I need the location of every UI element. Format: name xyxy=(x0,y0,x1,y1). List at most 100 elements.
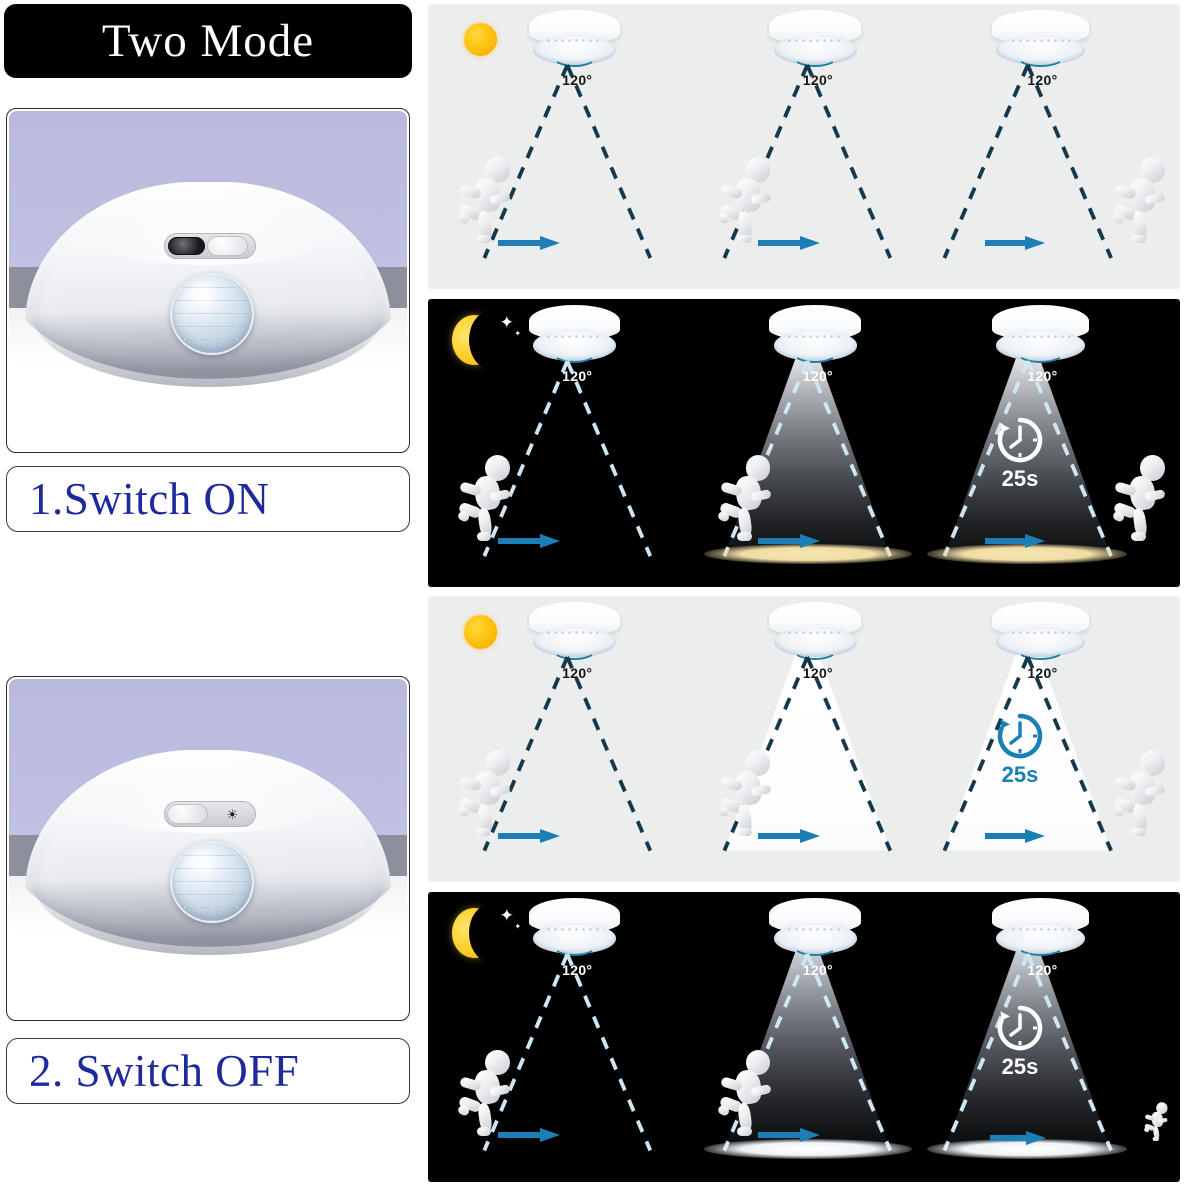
clock-glyph xyxy=(997,714,1043,759)
ceiling-light-fixture xyxy=(985,9,1096,73)
ceiling-light-fixture xyxy=(985,304,1096,368)
running-figure xyxy=(716,750,780,837)
light-beam xyxy=(713,950,902,1159)
auto-off-timer: 25s xyxy=(980,1002,1060,1078)
left-column: Two Mode xyxy=(0,0,418,1186)
pir-sensor-dome xyxy=(169,840,254,924)
sun-icon xyxy=(451,10,511,70)
ceiling-light-fixture xyxy=(522,601,626,665)
detection-arc xyxy=(792,46,839,68)
fixture-led-dots xyxy=(545,629,604,636)
star-small-icon: ✦ xyxy=(514,922,522,932)
detection-angle-label: 120° xyxy=(1027,961,1058,978)
clock-glyph xyxy=(997,417,1043,463)
detection-angle-label: 120° xyxy=(1027,368,1058,385)
page-title-bar: Two Mode xyxy=(4,4,412,78)
detection-arc xyxy=(1016,341,1065,364)
ceiling-light-fixture xyxy=(522,9,626,73)
page-title: Two Mode xyxy=(101,14,315,67)
figure-foot-front xyxy=(737,1127,752,1136)
floor-light-pool xyxy=(927,1138,1128,1159)
detection-arc xyxy=(792,341,839,364)
motion-arrow xyxy=(758,828,821,843)
sun-icon xyxy=(451,602,511,662)
clock-icon xyxy=(994,1002,1046,1054)
running-figure xyxy=(716,1049,780,1136)
beam-shape xyxy=(724,356,891,556)
figure-foot-front xyxy=(737,827,752,837)
ceiling-light-fixture xyxy=(985,897,1096,962)
scene-approaching: 120° xyxy=(443,299,691,587)
pir-sensor-dome xyxy=(169,272,254,356)
sun-core xyxy=(463,22,498,57)
arrow-head xyxy=(800,1128,821,1143)
arrow-shaft xyxy=(990,1135,1035,1142)
running-figure xyxy=(1111,750,1175,837)
sensor-device-body xyxy=(24,182,392,387)
detection-angle-label: 120° xyxy=(562,961,593,978)
motion-arrow xyxy=(985,236,1046,251)
floor-light-pool xyxy=(703,543,912,564)
motion-sensor-switch-off-photo: ☀ xyxy=(6,676,410,1021)
mode-switch-off[interactable]: ☀ xyxy=(164,801,256,827)
detection-arc xyxy=(792,638,839,660)
detection-angle-label: 120° xyxy=(562,664,593,681)
fixture-led-dots xyxy=(545,925,604,933)
motion-arrow xyxy=(990,1131,1047,1146)
scene-approaching: 120° xyxy=(443,892,691,1182)
timer-seconds-label: 25s xyxy=(1001,466,1039,492)
scene-inside-zone: 120° xyxy=(684,4,932,289)
timer-seconds-label: 25s xyxy=(1001,1054,1039,1080)
detection-angle-label: 120° xyxy=(802,368,833,385)
figure-foot-front xyxy=(1131,234,1147,244)
star-large-icon: ✦ xyxy=(499,312,514,332)
fixture-led-dots xyxy=(786,629,845,636)
scene-leaving: 120° 2 xyxy=(917,299,1180,587)
detection-arc xyxy=(792,935,839,957)
star-large-icon: ✦ xyxy=(499,906,514,926)
arrow-shaft xyxy=(985,832,1033,839)
switch-knob xyxy=(207,236,249,256)
arrow-shaft xyxy=(758,537,807,544)
mode-label-text-on: 1.Switch ON xyxy=(29,473,270,524)
figure-head xyxy=(1156,1102,1168,1115)
beam-shape xyxy=(724,653,891,851)
mode-label-switch-off: 2. Switch OFF xyxy=(6,1038,410,1104)
scene-leaving: 120° 25s xyxy=(917,596,1180,882)
scene-inside-zone: 120° xyxy=(684,299,932,587)
detection-arc xyxy=(1016,46,1065,68)
motion-arrow xyxy=(497,533,560,548)
running-figure xyxy=(716,157,780,244)
figure-foot-front xyxy=(737,532,752,541)
beam-shape xyxy=(943,356,1111,556)
beam-shape xyxy=(943,653,1111,851)
detection-arc xyxy=(551,341,598,364)
arrow-head xyxy=(800,828,821,843)
arrow-head xyxy=(800,533,821,548)
detection-angle-label: 120° xyxy=(562,72,593,89)
motion-arrow xyxy=(758,236,821,251)
ceiling-light-fixture xyxy=(522,897,626,962)
photo-inner-off: ☀ xyxy=(9,679,407,1018)
fixture-led-dots xyxy=(1009,332,1072,339)
arrow-shaft xyxy=(497,832,546,839)
fixture-led-dots xyxy=(1009,37,1072,44)
arrow-head xyxy=(800,236,821,251)
arrow-shaft xyxy=(758,240,807,247)
detection-angle-label: 120° xyxy=(562,368,593,385)
photo-inner-on xyxy=(9,111,407,450)
detection-angle-label: 120° xyxy=(1027,664,1058,681)
arrow-shaft xyxy=(985,537,1033,544)
scene-leaving: 120° xyxy=(917,4,1180,289)
detection-arc xyxy=(1016,638,1065,660)
mode-switch-on[interactable] xyxy=(164,233,256,259)
figure-foot-front xyxy=(1131,827,1147,837)
running-figure xyxy=(456,750,520,837)
detection-angle-label: 120° xyxy=(802,72,833,89)
running-figure xyxy=(456,1049,520,1136)
ceiling-light-fixture xyxy=(763,601,867,665)
clock-icon xyxy=(994,710,1046,762)
light-beam xyxy=(933,653,1122,859)
detection-arc xyxy=(1016,935,1065,957)
